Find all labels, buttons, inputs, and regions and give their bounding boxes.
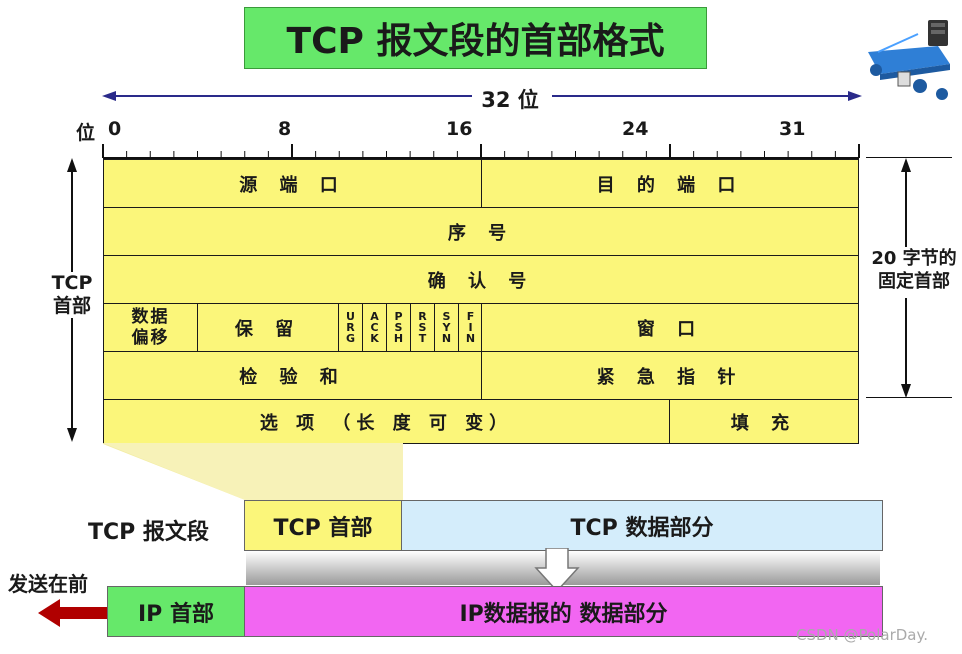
watermark: CSDN @PolarDay.	[796, 626, 928, 644]
fixed-header-label: 20 字节的 固定首部	[866, 247, 962, 293]
send-first-label: 发送在前	[8, 572, 88, 596]
width-arrow	[102, 86, 862, 106]
guide-line	[866, 397, 952, 398]
tcp-header-block: TCP 首部	[244, 500, 402, 551]
network-icon	[858, 12, 958, 104]
fixed-header-arrow	[896, 158, 916, 398]
page-title: TCP 报文段的首部格式	[244, 7, 707, 69]
header-span-arrow	[62, 158, 82, 442]
reserved-field: 保 留	[197, 303, 339, 352]
tcp-header-label: TCP 首部	[46, 272, 98, 318]
sequence-number-field: 序 号	[103, 207, 859, 256]
padding-field: 填 充	[669, 399, 859, 444]
width-label: 32 位	[481, 88, 539, 112]
bit-tick-label: 16	[446, 118, 473, 140]
bit-tick-label: 8	[278, 118, 292, 140]
bit-tick-label: 24	[622, 118, 649, 140]
bit-tick-label: 0	[108, 118, 122, 140]
window-field: 窗 口	[481, 303, 859, 352]
ack-number-field: 确 认 号	[103, 255, 859, 304]
checksum-field: 检 验 和	[103, 351, 482, 400]
urgent-pointer-field: 紧 急 指 针	[481, 351, 859, 400]
destination-port-field: 目 的 端 口	[481, 159, 859, 208]
options-field: 选 项 （长 度 可 变）	[103, 399, 670, 444]
bit-tick-label: 31	[779, 118, 806, 140]
ip-header-block: IP 首部	[107, 586, 245, 637]
bit-axis-label: 位	[76, 122, 96, 144]
left-arrow-icon	[38, 597, 110, 629]
tcp-data-block: TCP 数据部分	[401, 500, 883, 551]
bit-ruler	[100, 140, 862, 160]
down-arrow-icon	[534, 547, 580, 593]
ip-data-block: IP数据报的 数据部分	[244, 586, 883, 637]
source-port-field: 源 端 口	[103, 159, 482, 208]
guide-line	[866, 157, 952, 158]
tcp-segment-label: TCP 报文段	[88, 520, 209, 545]
projection-shape	[103, 443, 403, 500]
data-offset-field: 数据 偏移	[103, 303, 198, 352]
